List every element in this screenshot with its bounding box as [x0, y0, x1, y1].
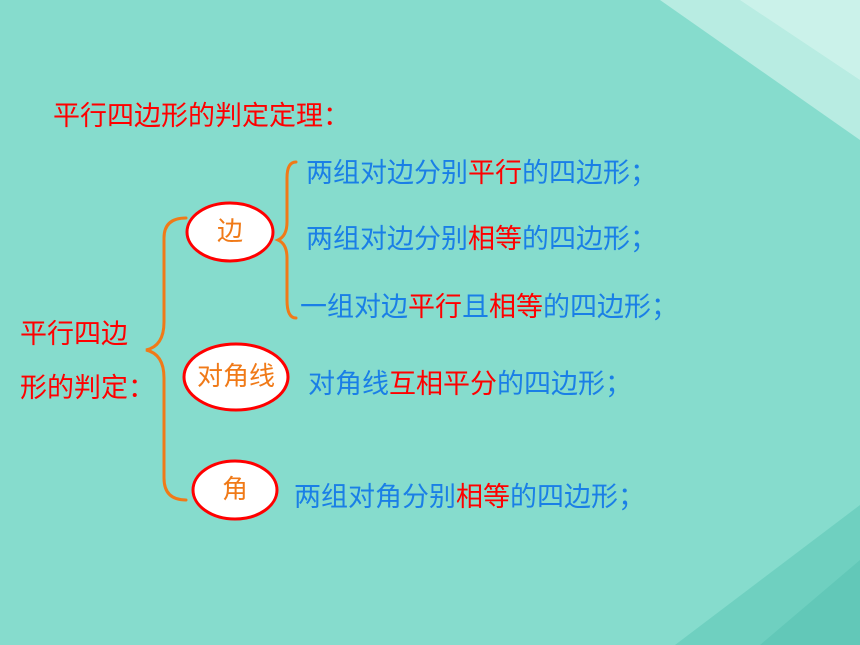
theorem-3-part-a: 一组对边	[300, 292, 408, 323]
side-bracket	[274, 160, 298, 320]
main-bracket	[145, 216, 188, 502]
root-label-line2: 形的判定：	[20, 373, 155, 404]
category-diagonal: 对角线	[196, 362, 275, 392]
theorem-1-part-c: 的四边形；	[522, 158, 657, 189]
root-label-line1: 平行四边	[20, 319, 128, 350]
theorem-1: 两组对边分别平行的四边形；	[306, 160, 657, 187]
theorem-5-emphasis: 相等	[456, 482, 510, 513]
theorem-2: 两组对边分别相等的四边形；	[306, 226, 657, 253]
category-angle: 角	[221, 475, 248, 505]
theorem-5: 两组对角分别相等的四边形；	[294, 484, 645, 511]
theorem-2-emphasis: 相等	[468, 224, 522, 255]
theorem-1-emphasis: 平行	[468, 158, 522, 189]
theorem-3-part-e: 的四边形；	[543, 292, 678, 323]
angle-oval	[191, 459, 279, 521]
side-oval	[185, 201, 275, 263]
theorem-2-part-c: 的四边形；	[522, 224, 657, 255]
theorem-5-part-c: 的四边形；	[510, 482, 645, 513]
theorem-3-emphasis-2: 相等	[489, 292, 543, 323]
theorem-3-part-c: 且	[462, 292, 489, 323]
theorem-4-part-c: 的四边形；	[497, 369, 632, 400]
theorem-3: 一组对边平行且相等的四边形；	[300, 294, 678, 321]
theorem-5-part-a: 两组对角分别	[294, 482, 456, 513]
decor-stripe-bottom-right-inner	[760, 560, 860, 645]
theorem-4-part-a: 对角线	[308, 369, 389, 400]
decor-stripe-top-right-outer	[740, 0, 860, 80]
theorem-4-emphasis: 互相平分	[389, 369, 497, 400]
diagonal-oval	[182, 342, 290, 412]
page-title: 平行四边形的判定定理：	[53, 101, 350, 132]
theorem-4: 对角线互相平分的四边形；	[308, 371, 632, 398]
theorem-3-emphasis-1: 平行	[408, 292, 462, 323]
theorem-1-part-a: 两组对边分别	[306, 158, 468, 189]
theorem-2-part-a: 两组对边分别	[306, 224, 468, 255]
category-side: 边	[216, 217, 243, 247]
